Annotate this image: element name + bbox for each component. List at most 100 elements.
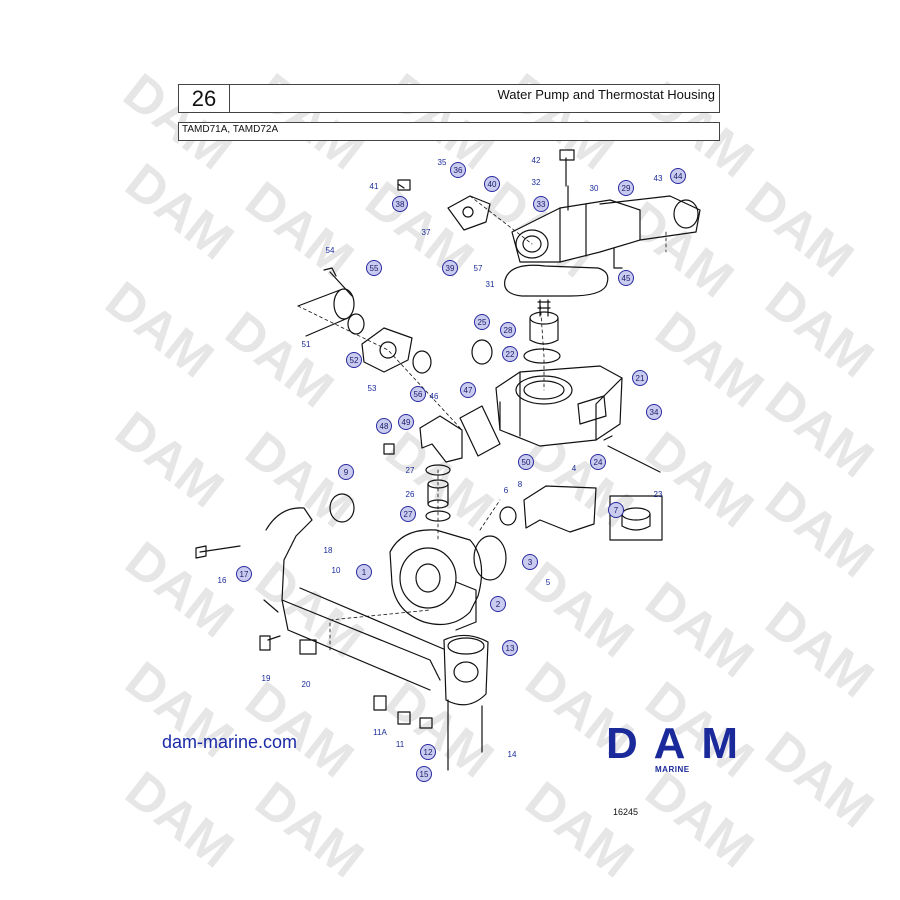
- callout-circle: [646, 404, 662, 420]
- callout-29: 29: [618, 180, 634, 196]
- callout-label: 4: [572, 464, 577, 473]
- callout-21: 21: [632, 370, 648, 386]
- callout-label: 31: [486, 280, 495, 289]
- callout-label: 8: [518, 480, 523, 489]
- callout-14: 14: [508, 750, 517, 759]
- inset-box: [609, 495, 663, 541]
- callout-1: 1: [356, 564, 372, 580]
- callout-label: 34: [650, 408, 659, 417]
- callout-circle: [500, 322, 516, 338]
- callout-10: 10: [332, 566, 341, 575]
- seal-ring-9: [329, 493, 355, 523]
- callout-12: 12: [420, 744, 436, 760]
- logo-subtext: MARINE: [655, 765, 690, 774]
- callout-circle: [338, 464, 354, 480]
- callout-27: 27: [406, 466, 415, 475]
- seal-ring-25: [471, 339, 493, 365]
- callout-16: 16: [218, 576, 227, 585]
- callout-label: 15: [420, 770, 429, 779]
- callout-circle: [502, 640, 518, 656]
- callout-41: 41: [370, 182, 379, 191]
- water-pump: [389, 529, 483, 631]
- callout-label: 56: [414, 390, 423, 399]
- callout-label: 6: [504, 486, 509, 495]
- callout-label: 32: [532, 178, 541, 187]
- callout-26: 26: [406, 490, 415, 499]
- callout-20: 20: [302, 680, 311, 689]
- callout-circle: [236, 566, 252, 582]
- cover-gasket: [504, 264, 609, 297]
- callout-48: 48: [376, 418, 392, 434]
- callout-39: 39: [442, 260, 458, 276]
- callout-40: 40: [484, 176, 500, 192]
- callout-label: 16: [218, 576, 227, 585]
- callout-label: 30: [590, 184, 599, 193]
- callout-37: 37: [422, 228, 431, 237]
- callout-label: 13: [506, 644, 515, 653]
- callout-label: 50: [522, 458, 531, 467]
- callout-circle: [366, 260, 382, 276]
- page-title: Water Pump and Thermostat Housing: [497, 87, 716, 102]
- callout-11: 11: [396, 740, 405, 749]
- callout-circle: [450, 162, 466, 178]
- callout-label: 49: [402, 418, 411, 427]
- callout-15: 15: [416, 766, 432, 782]
- gasket-plate: [447, 195, 491, 231]
- callout-46: 46: [430, 392, 439, 401]
- callout-label: 51: [302, 340, 311, 349]
- callout-42: 42: [532, 156, 541, 165]
- callout-53: 53: [368, 384, 377, 393]
- callout-11A: 11A: [373, 728, 387, 737]
- callout-label: 33: [537, 200, 546, 209]
- callout-circle: [400, 506, 416, 522]
- callout-label: 17: [240, 570, 249, 579]
- callout-label: 25: [478, 318, 487, 327]
- callout-label: 46: [430, 392, 439, 401]
- bolts: [195, 149, 661, 771]
- callout-label: 10: [332, 566, 341, 575]
- website-link[interactable]: dam-marine.com: [162, 732, 298, 752]
- callout-label: 2: [496, 600, 501, 609]
- callout-circle: [346, 352, 362, 368]
- callout-circle: [392, 196, 408, 212]
- callout-30: 30: [590, 184, 599, 193]
- callout-circle: [474, 314, 490, 330]
- callout-circle: [410, 386, 426, 402]
- callout-label: 47: [464, 386, 473, 395]
- callout-label: 27: [406, 466, 415, 475]
- callout-label: 29: [622, 184, 631, 193]
- seal-ring-6: [499, 506, 517, 526]
- seal-ring-56: [412, 350, 432, 374]
- callout-45: 45: [618, 270, 634, 286]
- callout-circle: [502, 346, 518, 362]
- callout-circle: [670, 168, 686, 184]
- callout-43: 43: [654, 174, 663, 183]
- callout-label: 26: [406, 490, 415, 499]
- callout-3: 3: [522, 554, 538, 570]
- callout-32: 32: [532, 178, 541, 187]
- callout-label: 41: [370, 182, 379, 191]
- callout-label: 22: [506, 350, 515, 359]
- callout-22: 22: [502, 346, 518, 362]
- callout-label: 52: [350, 356, 359, 365]
- callout-24: 24: [590, 454, 606, 470]
- callout-circle: [416, 766, 432, 782]
- page-number: 26: [179, 85, 230, 112]
- elbow-pipe: [419, 415, 463, 463]
- callout-35: 35: [438, 158, 447, 167]
- callout-label: 23: [654, 490, 663, 499]
- callout-25: 25: [474, 314, 490, 330]
- callout-label: 43: [654, 174, 663, 183]
- callout-47: 47: [460, 382, 476, 398]
- callout-circle: [608, 502, 624, 518]
- callout-label: 45: [622, 274, 631, 283]
- callout-5: 5: [546, 578, 551, 587]
- callout-circle: [420, 744, 436, 760]
- callout-6: 6: [504, 486, 509, 495]
- coolant-pipe-51: [297, 288, 365, 337]
- callout-label: 48: [380, 422, 389, 431]
- callout-label: 54: [326, 246, 335, 255]
- callout-label: 11: [396, 740, 405, 749]
- callout-label: 39: [446, 264, 455, 273]
- callout-17: 17: [236, 566, 252, 582]
